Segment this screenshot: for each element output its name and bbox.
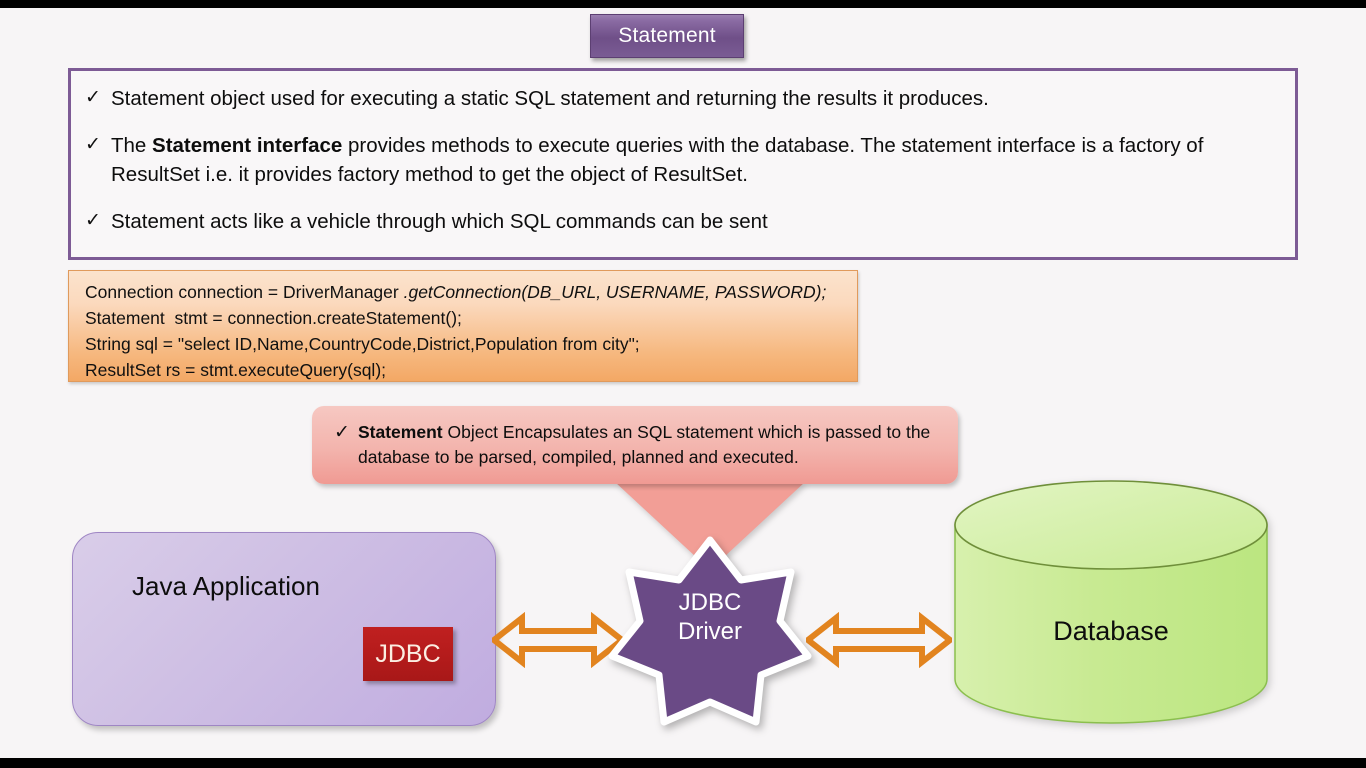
code-line: Statement stmt = connection.createStatem… bbox=[85, 306, 857, 332]
bullet-item: ✓ The Statement interface provides metho… bbox=[85, 132, 1277, 189]
jdbc-badge-label: JDBC bbox=[375, 639, 441, 668]
code-text: Statement stmt = connection.createStatem… bbox=[85, 307, 462, 328]
double-arrow-right-icon bbox=[806, 612, 952, 668]
callout-text-bold: Statement bbox=[358, 422, 443, 442]
bullet-text-pre: Statement acts like a vehicle through wh… bbox=[111, 209, 768, 233]
java-application-label: Java Application bbox=[132, 571, 320, 601]
jdbc-badge: JDBC bbox=[363, 627, 453, 681]
code-snippet-box: Connection connection = DriverManager .g… bbox=[68, 270, 858, 382]
checkmark-icon: ✓ bbox=[85, 209, 101, 231]
bullet-text-pre: The bbox=[111, 134, 153, 158]
slide-canvas: Statement ✓ Statement object used for ex… bbox=[0, 8, 1366, 758]
bullet-text-bold: Statement interface bbox=[152, 134, 343, 158]
bullet-text-pre: Statement object used for executing a st… bbox=[111, 87, 989, 110]
bullet-text: Statement object used for executing a st… bbox=[111, 85, 1277, 113]
checkmark-icon: ✓ bbox=[85, 87, 101, 108]
code-text: String sql = "select ID,Name,CountryCode… bbox=[85, 333, 640, 354]
double-arrow-left-icon bbox=[492, 612, 624, 668]
checkmark-icon: ✓ bbox=[334, 422, 350, 443]
callout-bubble: ✓ Statement Object Encapsulates an SQL s… bbox=[312, 406, 958, 484]
code-text: Connection connection = DriverManager bbox=[85, 282, 404, 302]
bullet-text: Statement acts like a vehicle through wh… bbox=[111, 208, 1277, 236]
code-text: ResultSet rs = stmt.executeQuery(sql); bbox=[85, 359, 387, 380]
code-line: String sql = "select ID,Name,CountryCode… bbox=[85, 332, 857, 358]
code-line: Connection connection = DriverManager .g… bbox=[85, 280, 857, 306]
callout-text-rest: Object Encapsulates an SQL statement whi… bbox=[358, 422, 931, 467]
bullet-text-post: provides methods to execute queries with… bbox=[111, 134, 1204, 186]
bullet-text: The Statement interface provides methods… bbox=[111, 132, 1277, 189]
jdbc-driver-star bbox=[608, 536, 812, 726]
callout-text: Statement Object Encapsulates an SQL sta… bbox=[358, 420, 938, 470]
callout-bullet: ✓ Statement Object Encapsulates an SQL s… bbox=[334, 420, 938, 470]
code-text-italic: .getConnection(DB_URL, USERNAME, PASSWOR… bbox=[403, 282, 827, 302]
bullet-item: ✓ Statement acts like a vehicle through … bbox=[85, 208, 1277, 236]
main-bullet-box: ✓ Statement object used for executing a … bbox=[68, 68, 1298, 260]
page-title: Statement bbox=[618, 24, 716, 47]
code-line: ResultSet rs = stmt.executeQuery(sql); bbox=[85, 358, 857, 384]
bullet-item: ✓ Statement object used for executing a … bbox=[85, 85, 1277, 113]
title-banner: Statement bbox=[590, 14, 744, 58]
database-cylinder bbox=[952, 478, 1270, 726]
checkmark-icon: ✓ bbox=[85, 134, 101, 156]
